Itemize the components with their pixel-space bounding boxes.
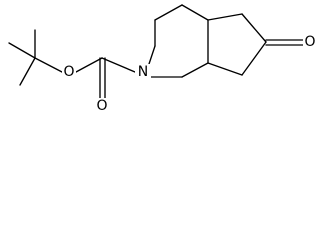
ketone-oxygen-label: O <box>304 34 315 50</box>
bond-oxygen-to-carbonyl-carbon <box>75 57 103 73</box>
bond-fusion-top-to-c7 <box>207 13 243 21</box>
carbonyl-oxygen-label: O <box>96 98 107 114</box>
bond-c2-to-c3 <box>154 4 183 21</box>
boc-carbamate-group <box>75 57 136 100</box>
tert-butyl-group <box>8 29 63 86</box>
six-membered-ring <box>148 4 209 78</box>
bond-tbu-methyl-bottom <box>19 57 36 86</box>
bond-c8-to-c9 <box>241 41 267 76</box>
bond-c3-to-c4 <box>181 4 209 21</box>
ring-nitrogen-label: N <box>138 64 148 80</box>
bond-tbu-methyl-left <box>8 42 36 59</box>
bond-c9-to-fusion-bottom <box>207 62 243 76</box>
bond-c5-to-c6 <box>181 62 209 78</box>
bond-n-to-c1 <box>148 45 156 65</box>
five-membered-ring <box>207 13 267 76</box>
ester-oxygen-label: O <box>63 64 74 80</box>
chemical-structure-diagram: O O N O <box>8 4 318 114</box>
bond-c7-to-c8 <box>241 13 267 43</box>
bond-carbonyl-carbon-to-nitrogen <box>101 57 136 73</box>
ketone-group <box>265 39 304 46</box>
atom-labels: O O N O <box>62 34 318 114</box>
bond-tbu-to-oxygen <box>34 57 63 73</box>
